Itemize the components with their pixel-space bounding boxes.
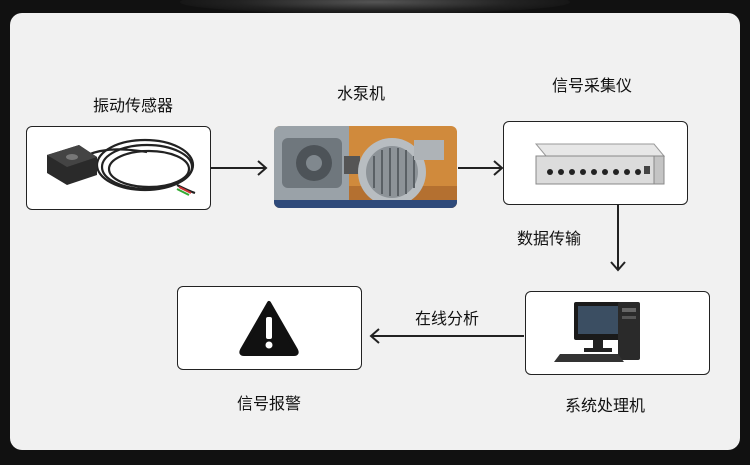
node-alarm: [177, 286, 362, 370]
node-collector: [503, 121, 688, 205]
desktop-computer-icon: [554, 302, 640, 362]
label-collector: 信号采集仪: [552, 76, 633, 95]
water-pump-icon: [274, 126, 457, 208]
data-acquisition-device-icon: [534, 143, 666, 185]
label-sensor: 振动传感器: [93, 96, 174, 115]
label-transmission: 数据传输: [517, 229, 582, 248]
node-pump: [274, 126, 457, 208]
label-alarm: 信号报警: [237, 394, 302, 413]
vibration-sensor-icon: [47, 138, 196, 196]
warning-triangle-icon: [239, 301, 299, 356]
node-processor: [525, 291, 710, 375]
label-analysis: 在线分析: [415, 309, 480, 328]
node-sensor: [26, 126, 211, 210]
label-processor: 系统处理机: [565, 396, 646, 415]
top-glow: [180, 0, 570, 14]
label-pump: 水泵机: [337, 84, 386, 103]
